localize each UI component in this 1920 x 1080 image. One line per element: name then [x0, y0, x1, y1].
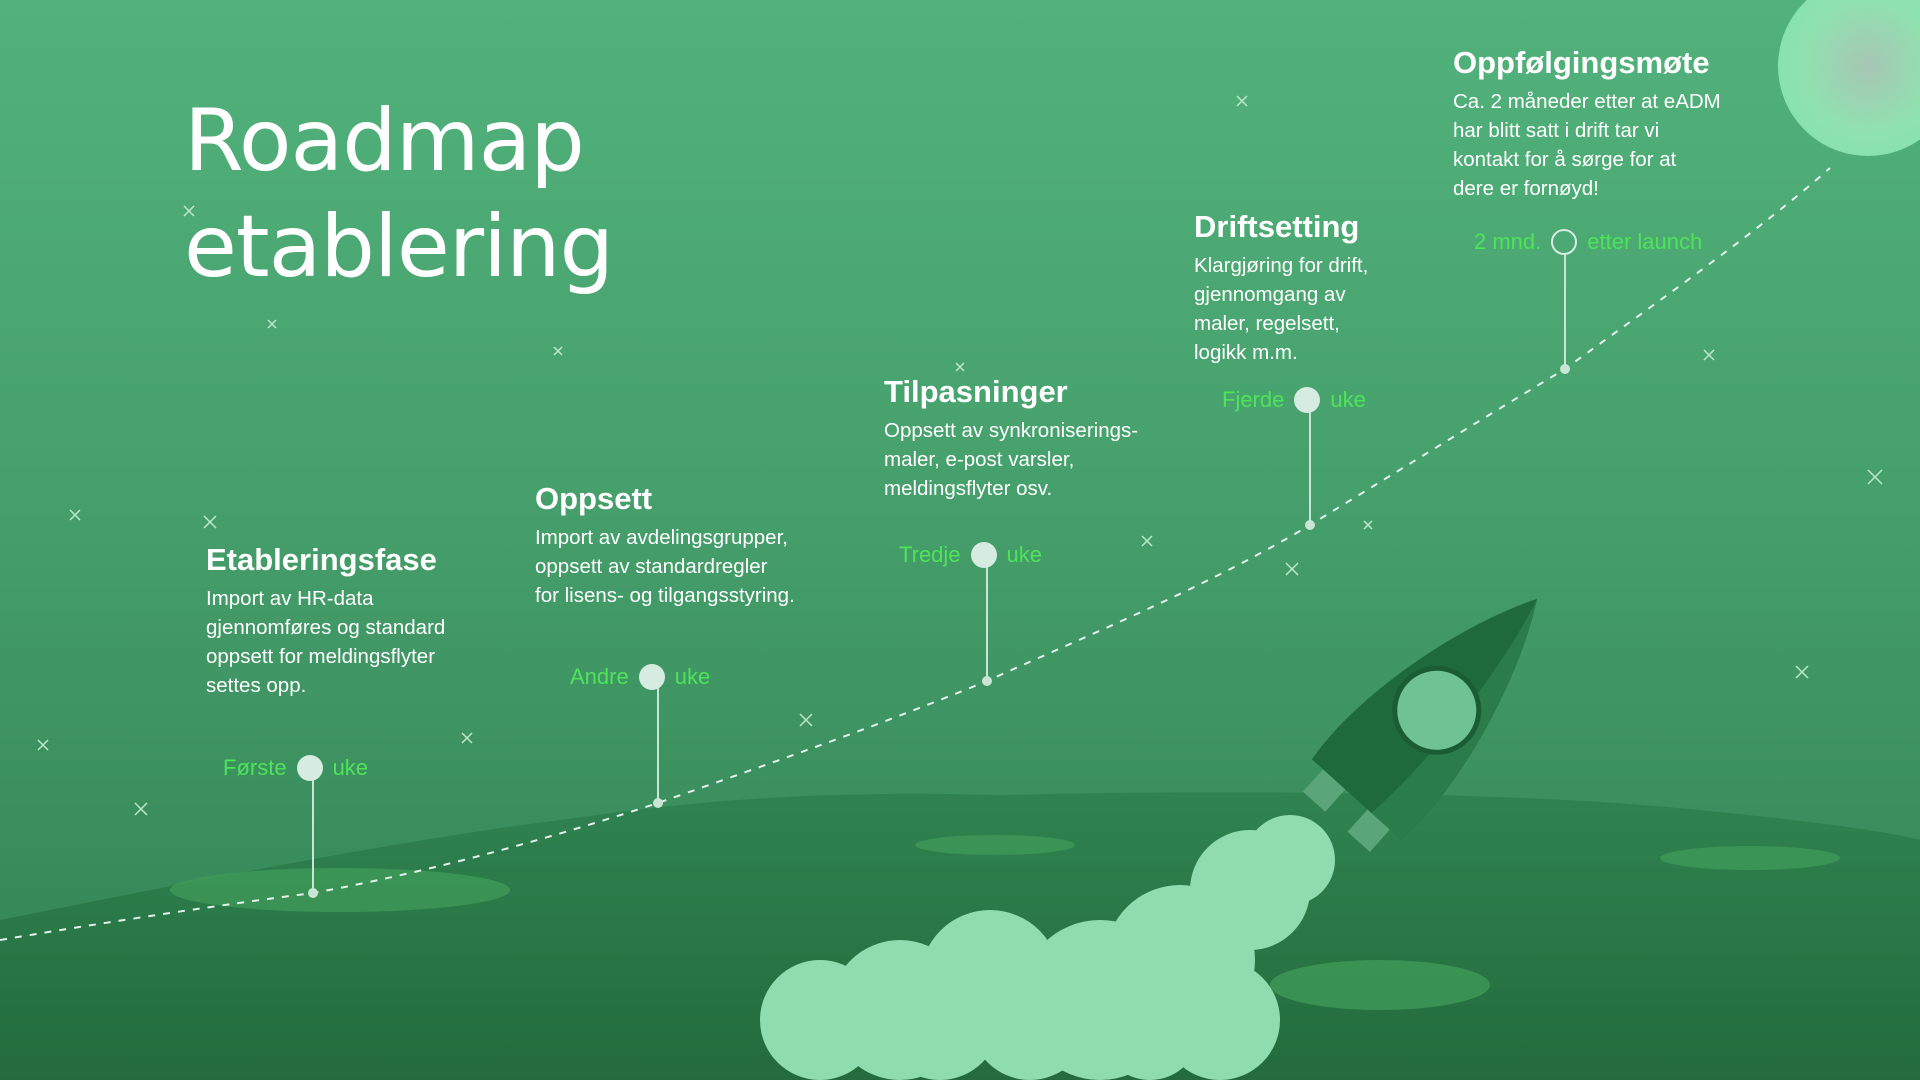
stars [37, 95, 1883, 816]
rocket-icon [1302, 598, 1538, 852]
milestone-ring [1551, 229, 1578, 255]
milestone-dot [1294, 387, 1321, 413]
step-tilpasninger: Tilpasninger Oppsett av synkroniserings-… [884, 374, 1139, 500]
step-oppfolgingsmote: Oppfølgingsmøte Ca. 2 måneder etter at e… [1453, 45, 1721, 200]
step-driftsetting: Driftsetting Klargjøring for drift,gjenn… [1194, 209, 1369, 364]
moon [1778, 0, 1920, 156]
timeline-stems [308, 254, 1570, 898]
milestone-2-months: 2 mnd.etter launch [1474, 229, 1703, 255]
step-oppsett: Oppsett Import av avdelingsgrupper,oppse… [535, 481, 795, 607]
milestone-dot [638, 664, 665, 690]
page-title: Roadmap etablering [184, 91, 614, 297]
milestone-dot [970, 542, 997, 568]
milestone-dot [296, 755, 323, 781]
rocket-smoke [760, 815, 1335, 1080]
